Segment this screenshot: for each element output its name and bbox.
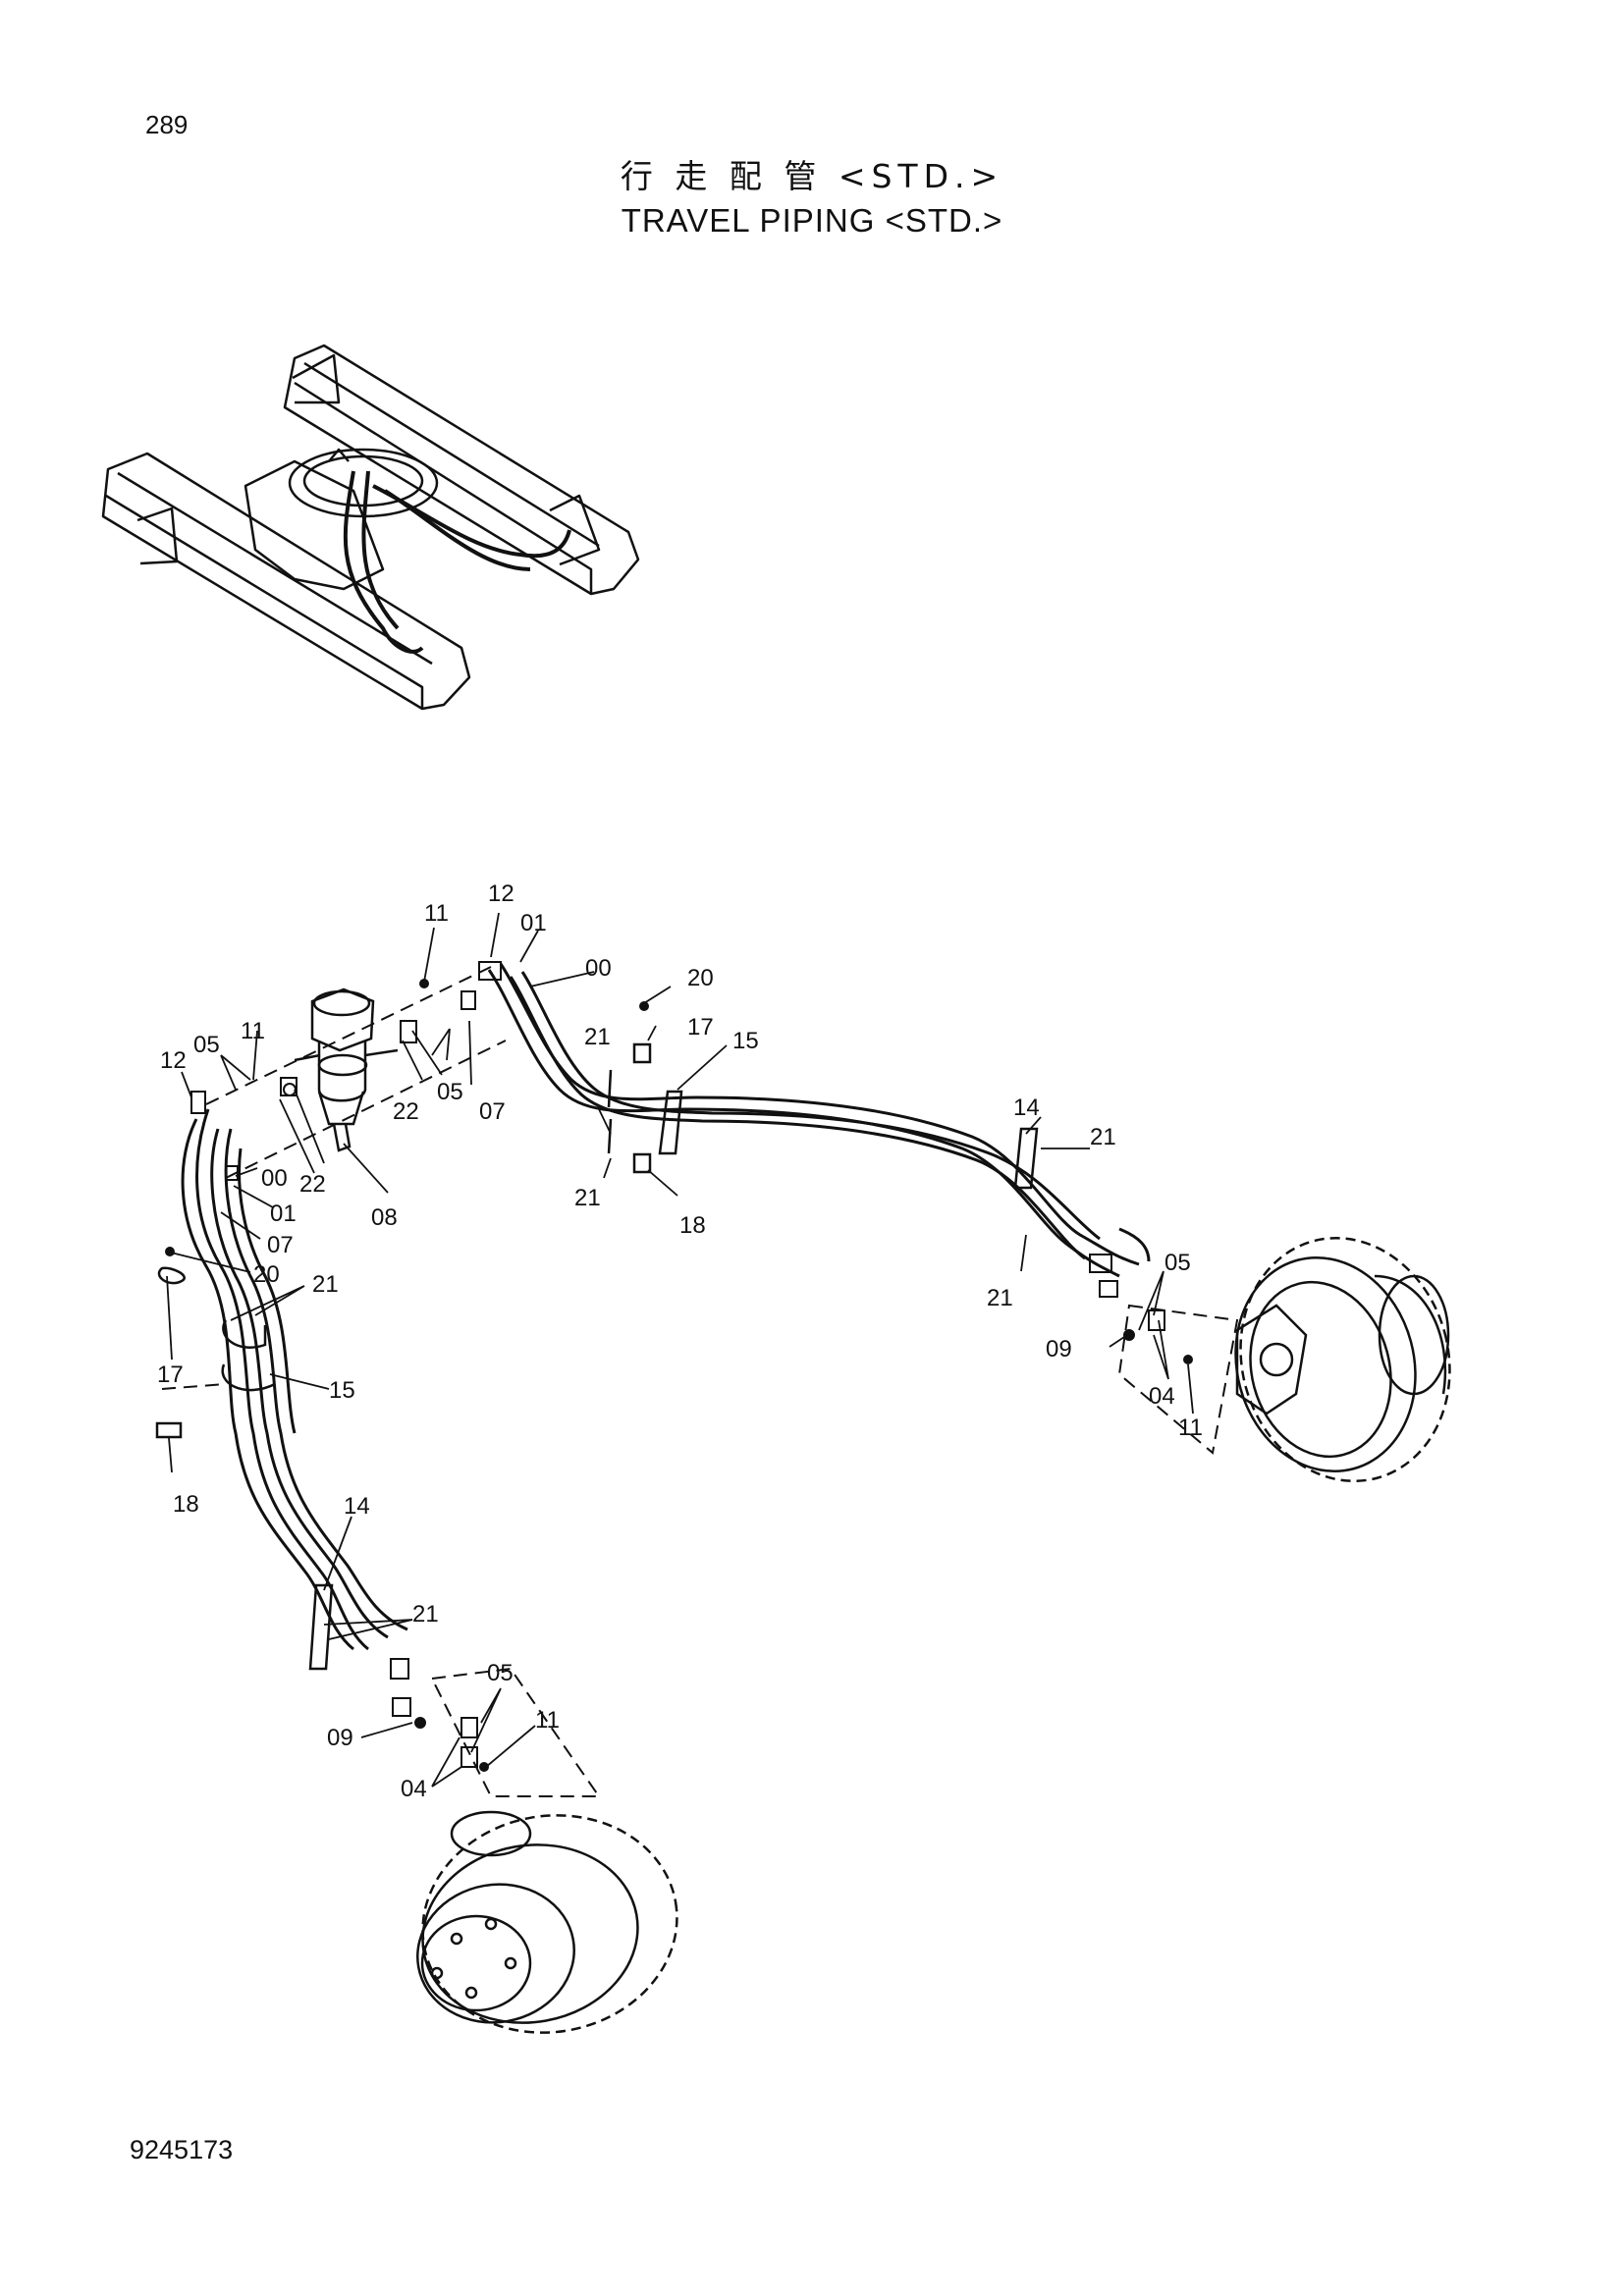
callout-21: 21 [574, 1185, 601, 1211]
callout-17: 17 [687, 1014, 714, 1041]
callout-07: 07 [267, 1232, 294, 1258]
callout-15: 15 [732, 1028, 759, 1054]
swivel-joint-icon [294, 988, 399, 1152]
callout-21: 21 [987, 1285, 1013, 1311]
callout-05: 05 [1164, 1250, 1191, 1276]
travel-motor-icon-lower [416, 1843, 639, 2024]
callout-22: 22 [299, 1171, 326, 1198]
sprocket-icon [1239, 1236, 1451, 1483]
callout-08: 08 [371, 1204, 398, 1231]
callout-00: 00 [585, 955, 612, 982]
callout-22: 22 [393, 1098, 419, 1125]
document-number: 9245173 [130, 2135, 234, 2164]
callout-09: 09 [327, 1725, 353, 1751]
callout-17: 17 [157, 1362, 184, 1388]
callout-21: 21 [584, 1024, 611, 1050]
callout-07: 07 [479, 1098, 506, 1125]
callout-21: 21 [412, 1601, 439, 1628]
callout-01: 01 [270, 1201, 297, 1227]
callout-11: 11 [535, 1707, 560, 1734]
callout-09: 09 [1046, 1336, 1072, 1362]
callout-leaders [166, 912, 1194, 1788]
callout-11: 11 [1178, 1415, 1203, 1441]
callout-05: 05 [437, 1079, 463, 1105]
callout-20: 20 [253, 1261, 280, 1288]
callout-15: 15 [329, 1377, 355, 1404]
callout-05: 05 [487, 1660, 514, 1686]
callout-21: 21 [1090, 1124, 1116, 1150]
callout-14: 14 [344, 1493, 370, 1520]
title-english: TRAVEL PIPING <STD.> [621, 202, 1003, 239]
page-number: 289 [145, 110, 189, 139]
callout-11: 11 [241, 1018, 265, 1044]
callout-labels: 12 11 01 00 20 17 15 21 21 18 05 22 07 0… [157, 881, 1203, 1802]
callout-18: 18 [679, 1212, 706, 1239]
callout-01: 01 [520, 910, 547, 936]
callout-21: 21 [312, 1271, 339, 1298]
callout-11: 11 [424, 900, 449, 927]
hydraulic-hoses [181, 963, 1151, 1651]
callout-00: 00 [261, 1165, 288, 1192]
callout-20: 20 [687, 965, 714, 991]
callout-18: 18 [173, 1491, 199, 1518]
assembly-dash-lines [161, 966, 1239, 1797]
callout-04: 04 [401, 1776, 427, 1802]
sprocket-icon-lower [421, 1810, 678, 2034]
title-japanese: 行 走 配 管 <STD.> [620, 157, 1004, 195]
callout-05: 05 [193, 1032, 220, 1058]
undercarriage-overview-icon [101, 344, 640, 711]
travel-motor-icon [1234, 1255, 1447, 1473]
callout-14: 14 [1013, 1095, 1040, 1121]
callout-04: 04 [1149, 1383, 1175, 1410]
callout-12: 12 [488, 881, 514, 907]
callout-12: 12 [160, 1047, 187, 1074]
hose-clamp-icon [155, 1042, 1039, 1671]
title-block: 行 走 配 管 <STD.> TRAVEL PIPING <STD.> [0, 155, 1624, 243]
